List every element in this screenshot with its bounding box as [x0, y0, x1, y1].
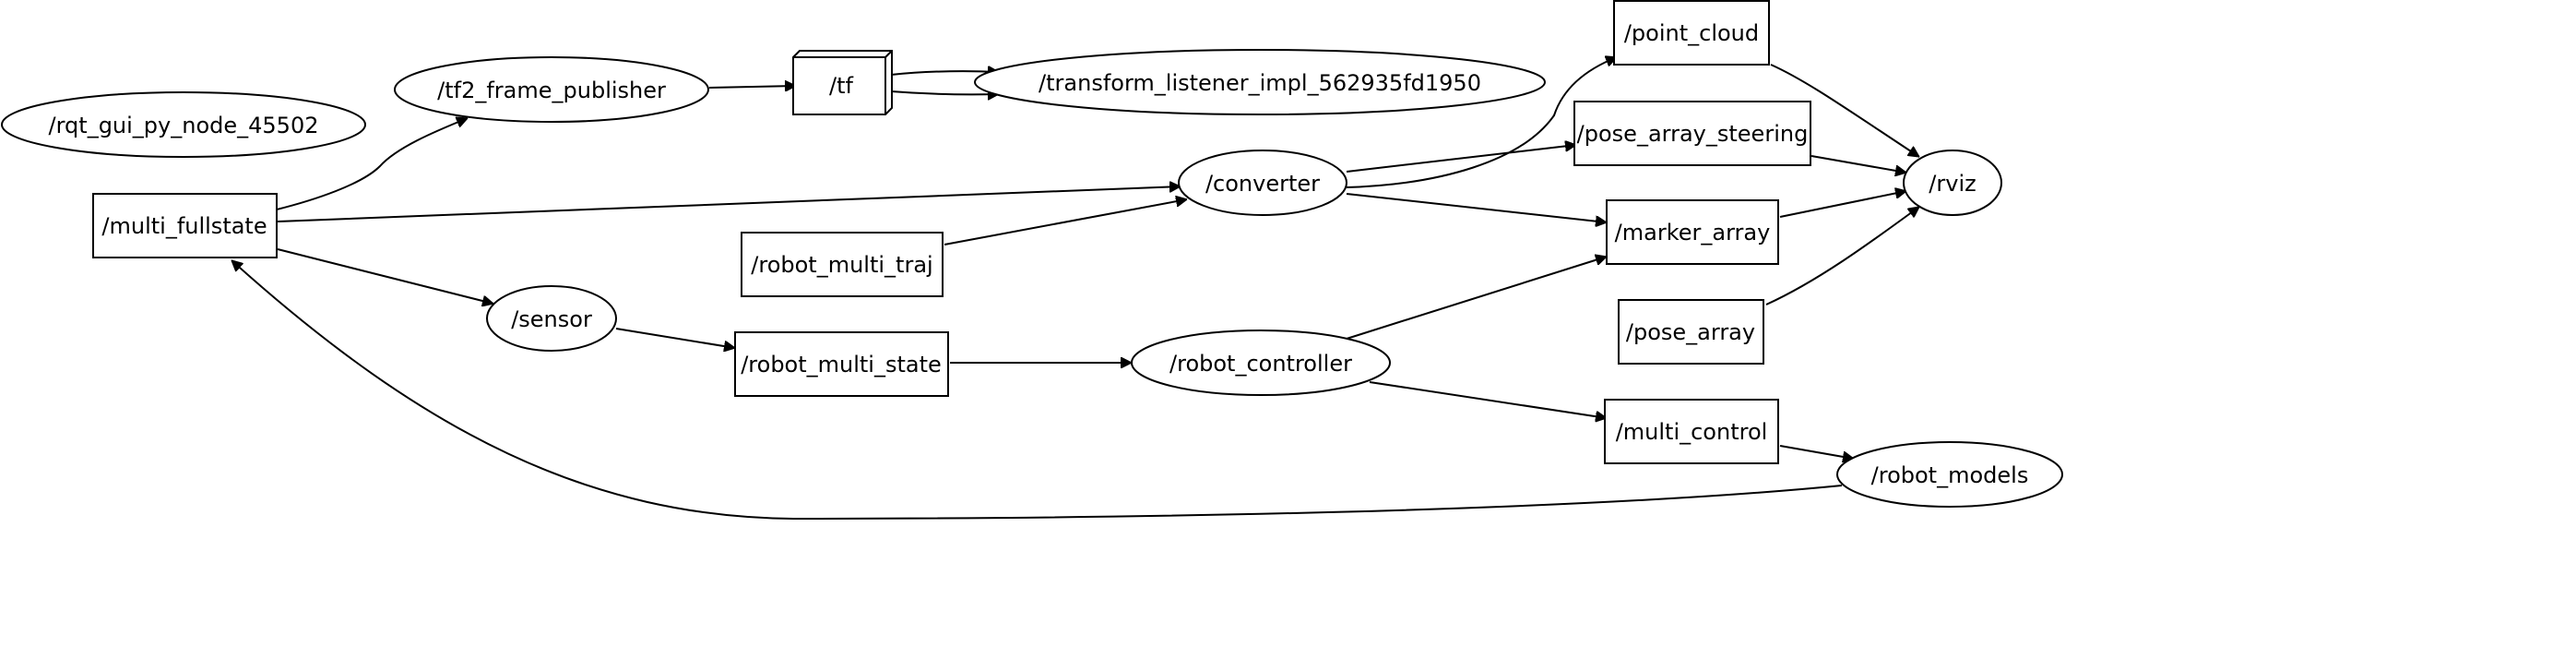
node-rqt-gui-py-node[interactable]: /rqt_gui_py_node_45502: [1, 91, 366, 158]
edge-robot-controller-to-multi-control: [1369, 381, 1607, 418]
node-pose-array-label: /pose_array: [1626, 319, 1755, 345]
node-transform-listener[interactable]: /transform_listener_impl_562935fd1950: [974, 49, 1546, 115]
edge-converter-to-marker-array: [1346, 193, 1607, 222]
node-rqt-gui-py-node-label: /rqt_gui_py_node_45502: [49, 113, 319, 138]
node-rviz[interactable]: /rviz: [1903, 150, 2002, 216]
edge-robot-controller-to-marker-array: [1346, 257, 1607, 340]
node-pose-array-steering[interactable]: /pose_array_steering: [1573, 101, 1811, 166]
edge-marker-array-to-rviz: [1779, 191, 1906, 218]
edge-multi-fullstate-to-converter: [277, 186, 1181, 222]
edge-converter-to-point-cloud: [1346, 57, 1617, 188]
node-multi-control[interactable]: /multi_control: [1604, 399, 1779, 464]
edge-robot-models-to-multi-fullstate: [231, 260, 1843, 521]
node-robot-models[interactable]: /robot_models: [1836, 441, 2063, 508]
edge-pose-array-to-rviz: [1765, 206, 1919, 306]
node-sensor[interactable]: /sensor: [486, 285, 617, 352]
edge-multi-fullstate-to-tf2-frame-publisher: [276, 118, 468, 210]
edge-point-cloud-to-rviz: [1770, 64, 1919, 158]
edge-tf-to-transform-listener-2: [890, 91, 999, 94]
edge-robot-multi-traj-to-converter: [944, 199, 1187, 246]
node-transform-listener-label: /transform_listener_impl_562935fd1950: [1039, 70, 1481, 96]
edge-tf2-frame-publisher-to-tf: [708, 86, 796, 88]
node-pose-array[interactable]: /pose_array: [1618, 299, 1764, 365]
node-robot-controller[interactable]: /robot_controller: [1131, 329, 1391, 396]
node-multi-fullstate-label: /multi_fullstate: [101, 213, 267, 239]
node-robot-multi-traj-label: /robot_multi_traj: [751, 252, 932, 278]
node-multi-control-label: /multi_control: [1616, 419, 1768, 445]
node-multi-fullstate[interactable]: /multi_fullstate: [92, 193, 278, 258]
node-robot-multi-state[interactable]: /robot_multi_state: [734, 331, 949, 397]
edge-sensor-to-robot-multi-state: [615, 328, 735, 348]
node-robot-controller-label: /robot_controller: [1169, 351, 1352, 377]
node-sensor-label: /sensor: [511, 306, 592, 332]
node-marker-array-label: /marker_array: [1615, 220, 1771, 246]
node-point-cloud-label: /point_cloud: [1624, 20, 1759, 46]
edge-converter-to-pose-array-steering: [1346, 145, 1576, 173]
edge-multi-fullstate-to-sensor: [277, 248, 493, 304]
node-point-cloud[interactable]: /point_cloud: [1613, 0, 1770, 66]
node-converter-label: /converter: [1205, 171, 1320, 197]
edges: [231, 57, 1919, 521]
edge-multi-control-to-robot-models: [1779, 445, 1854, 459]
node-tf-label: /tf: [829, 73, 853, 99]
node-converter[interactable]: /converter: [1178, 150, 1347, 216]
node-tf2-frame-publisher[interactable]: /tf2_frame_publisher: [394, 56, 709, 123]
node-rviz-label: /rviz: [1929, 171, 1976, 197]
node-pose-array-steering-label: /pose_array_steering: [1577, 121, 1809, 147]
node-robot-multi-state-label: /robot_multi_state: [741, 352, 942, 377]
nodes: /rqt_gui_py_node_45502 /tf2_frame_publis…: [1, 0, 2063, 508]
node-robot-models-label: /robot_models: [1871, 462, 2029, 488]
node-robot-multi-traj[interactable]: /robot_multi_traj: [741, 232, 944, 297]
node-tf[interactable]: /tf: [792, 50, 893, 115]
edge-pose-array-steering-to-rviz: [1810, 155, 1906, 173]
node-tf2-frame-publisher-label: /tf2_frame_publisher: [437, 78, 666, 103]
node-marker-array[interactable]: /marker_array: [1606, 199, 1779, 265]
edge-tf-to-transform-listener-1: [890, 71, 999, 75]
